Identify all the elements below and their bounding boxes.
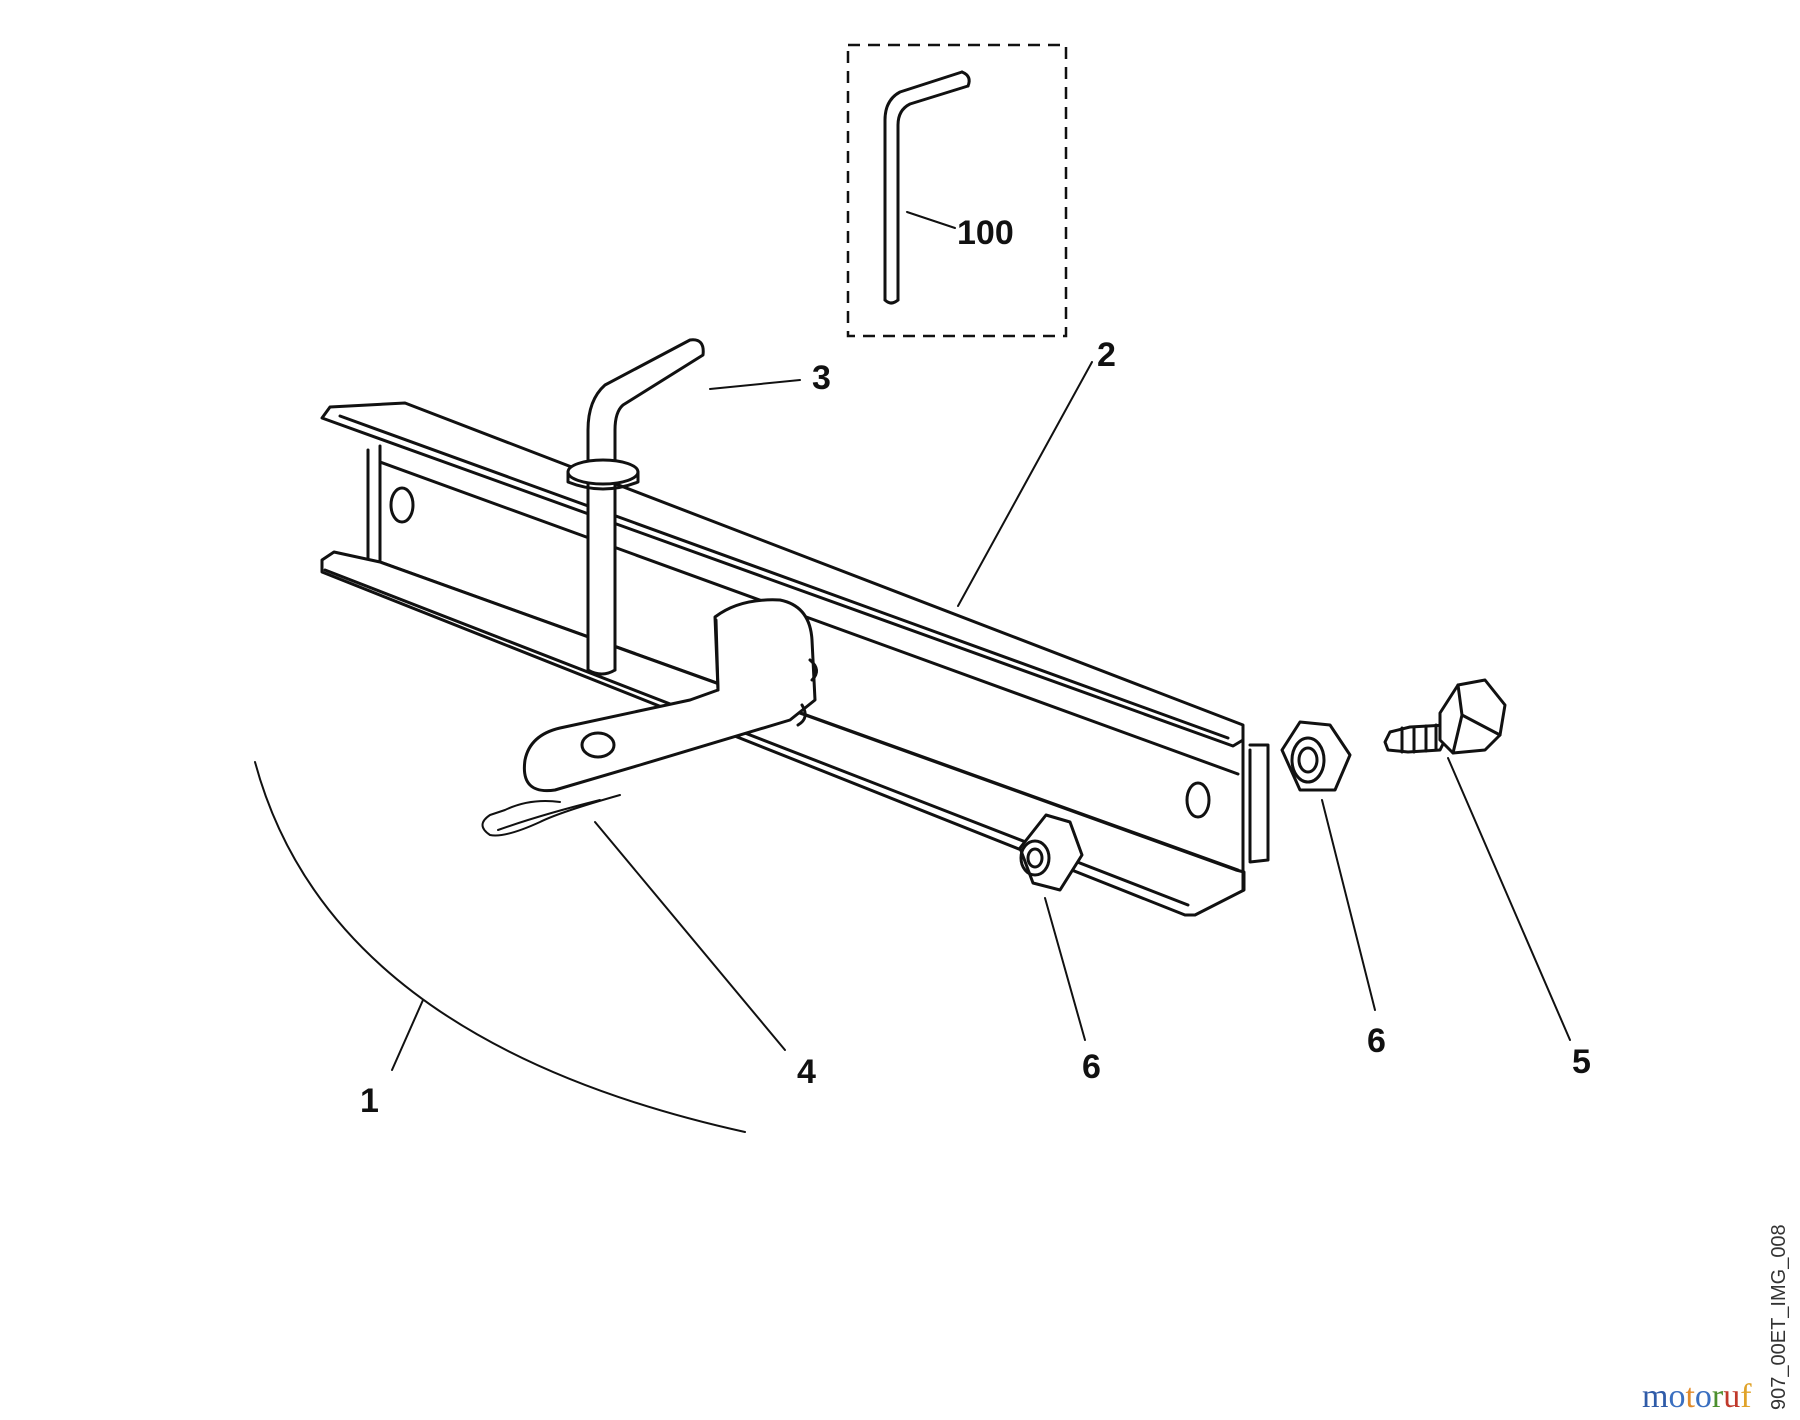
inset-box <box>846 43 1068 338</box>
alternative-pin-100 <box>883 70 971 305</box>
watermark-logo: motoruf <box>1642 1378 1752 1416</box>
leader-5 <box>1447 757 1571 1041</box>
callout-2: 2 <box>1097 336 1116 374</box>
watermark-letter: f <box>1740 1378 1752 1415</box>
leader-1 <box>391 999 424 1071</box>
watermark-letter: o <box>1668 1378 1686 1415</box>
watermark-letter: u <box>1723 1378 1741 1415</box>
leader-6-a <box>1044 897 1086 1041</box>
deck-arc-1 <box>254 761 746 1133</box>
leader-2 <box>957 361 1093 607</box>
callout-100: 100 <box>957 214 1014 252</box>
hitch-plate <box>522 598 818 793</box>
hairpin-clip-4 <box>481 794 621 837</box>
callout-3: 3 <box>812 359 831 397</box>
leader-3 <box>709 379 801 390</box>
callout-4: 4 <box>797 1053 816 1091</box>
leader-6-b <box>1321 799 1376 1011</box>
image-code: 907_00ET_IMG_008 <box>1768 1224 1790 1410</box>
hitch-pin-3 <box>566 338 705 676</box>
flange-nut-6-a <box>1018 813 1084 892</box>
callout-6-a: 6 <box>1082 1048 1101 1086</box>
watermark-letter: r <box>1711 1378 1724 1415</box>
leader-4 <box>594 821 786 1051</box>
watermark-letter: o <box>1694 1378 1712 1415</box>
hex-bolt-5 <box>1383 678 1507 755</box>
watermark-letter: m <box>1642 1378 1669 1415</box>
flange-nut-6-b <box>1280 720 1352 792</box>
leader-100 <box>906 211 956 229</box>
watermark-letter: t <box>1685 1378 1695 1415</box>
callout-1: 1 <box>360 1082 379 1120</box>
callout-6-b: 6 <box>1367 1022 1386 1060</box>
callout-5: 5 <box>1572 1043 1591 1081</box>
channel-bracket-2 <box>320 401 1270 917</box>
